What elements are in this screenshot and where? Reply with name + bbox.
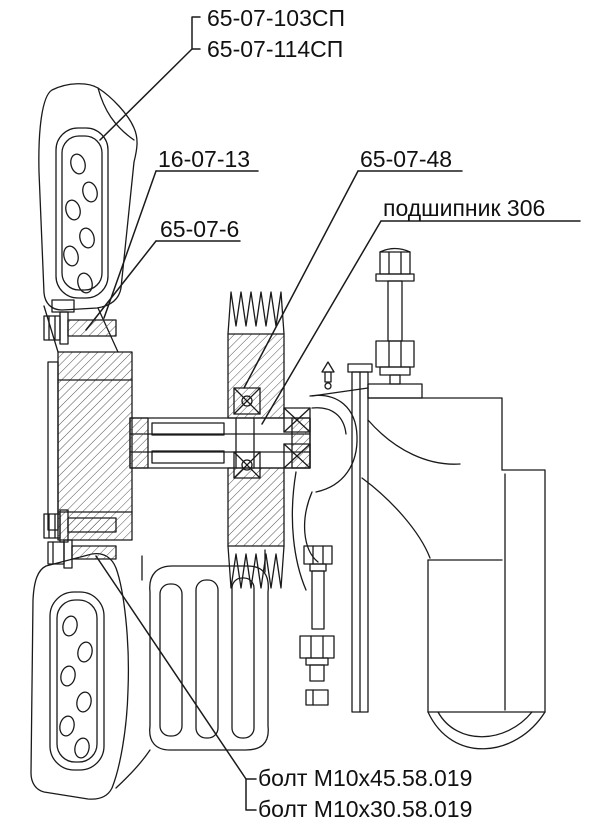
callout-65-07-103sp: 65-07-103СП: [207, 5, 345, 31]
leader-16-07-13: [103, 170, 157, 319]
bottom-group-bracket: [245, 778, 257, 811]
bearing-left: [233, 387, 261, 479]
hub-section: [47, 351, 133, 541]
bracket-bolts: [299, 545, 335, 706]
lever-casting: [291, 387, 369, 591]
bearing-306: [283, 407, 311, 469]
pulley-upper-section: [227, 291, 285, 419]
adjusting-bolt: [375, 247, 415, 385]
shaft-section: [129, 417, 311, 469]
leader-65-07-6: [85, 240, 157, 331]
leader-top-group: [99, 48, 193, 141]
callout-65-07-114sp: 65-07-114СП: [207, 36, 344, 62]
housing-curve: [427, 711, 546, 750]
callout-bolt-m10x45: болт М10х45.58.019: [258, 765, 473, 791]
leader-bottom-group: [95, 555, 247, 780]
leader-65-07-48: [243, 170, 359, 389]
grease-fitting: [321, 361, 335, 390]
blade-bolts-top: [43, 299, 117, 345]
callout-bolt-m10x30: болт М10х30.58.019: [258, 796, 473, 822]
support-plate: [347, 363, 423, 713]
fan-blade-top: [38, 83, 138, 353]
callout-16-07-13: 16-07-13: [158, 146, 251, 172]
leader-lines: [85, 16, 581, 811]
callout-65-07-6: 65-07-6: [160, 216, 240, 242]
top-group-bracket: [191, 16, 201, 50]
bracket-plate: [361, 397, 546, 713]
fan-blade-bottom: [30, 552, 151, 800]
blade-bolts-bottom: [43, 509, 117, 569]
callout-65-07-48: 65-07-48: [360, 146, 453, 172]
pulley-front-view: [141, 549, 269, 751]
pulley-lower-section: [227, 467, 285, 589]
leader-bearing-306: [261, 220, 382, 425]
callout-bearing-306: подшипник 306: [383, 195, 546, 221]
